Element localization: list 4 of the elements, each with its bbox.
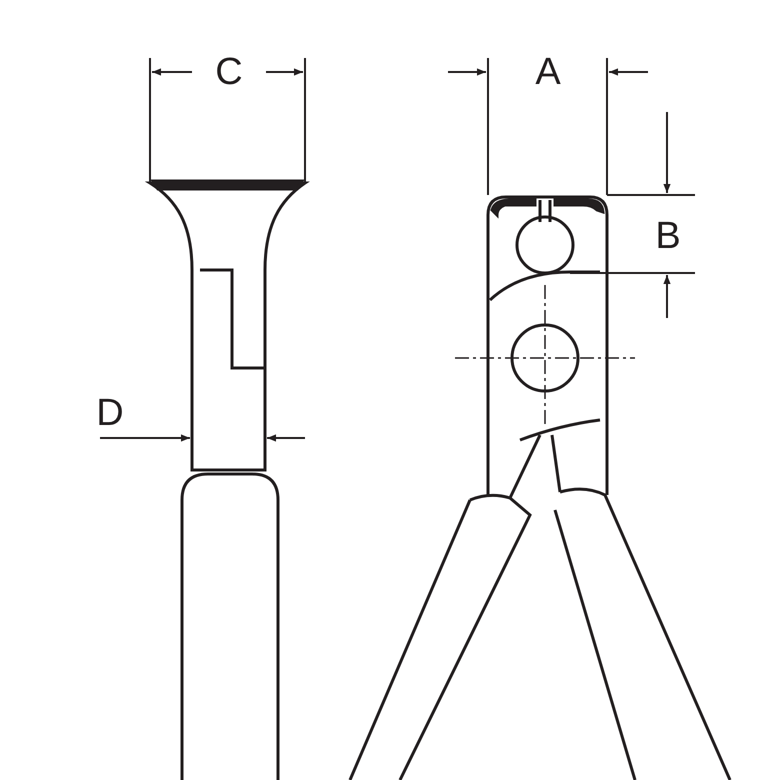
dimension-label: A — [535, 53, 561, 91]
dimension-label: C — [215, 53, 243, 91]
dimension-label: D — [96, 394, 124, 432]
dimension-label: B — [655, 217, 681, 255]
